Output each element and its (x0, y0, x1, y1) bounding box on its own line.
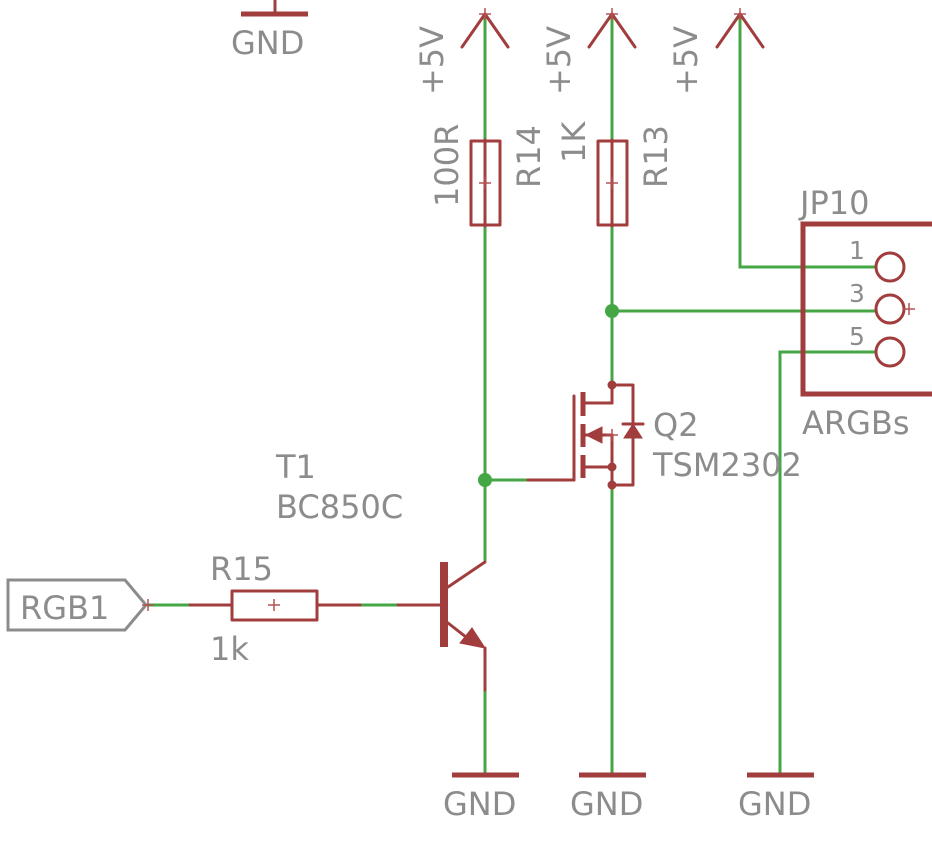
wire-pin1 (738, 12, 878, 269)
ground-q2: GND (570, 772, 646, 823)
resistor-name: R14 (510, 125, 548, 188)
ground-top: GND (231, 0, 308, 62)
supply-jp10: +5V (667, 8, 765, 95)
mosfet-q2[interactable]: Q2 TSM2302 (526, 380, 802, 490)
resistor-value: 1K (555, 121, 593, 163)
resistor-value: 100R (428, 124, 466, 207)
mosfet-value: TSM2302 (652, 446, 802, 484)
supply-label: +5V (667, 26, 705, 95)
resistor-icon (596, 139, 629, 227)
ground-t1: GND (443, 772, 519, 823)
ground-jp10: GND (738, 772, 814, 823)
net-label: RGB1 (20, 589, 109, 627)
connector-name: JP10 (798, 184, 869, 222)
ground-label: GND (570, 785, 643, 823)
resistor-r14[interactable]: 100R R14 (428, 124, 548, 228)
pin-5[interactable] (874, 336, 906, 368)
supply-r13: +5V (540, 8, 637, 95)
net-port-icon (6, 578, 148, 632)
resistor-icon (469, 139, 502, 227)
junction-gate (478, 473, 492, 487)
ground-label: GND (231, 24, 304, 62)
wire-pin5 (778, 350, 878, 777)
resistor-r15[interactable]: R15 1k (188, 550, 362, 668)
pin-number: 5 (849, 322, 865, 351)
resistor-name: R13 (637, 125, 675, 188)
supply-label: +5V (540, 26, 578, 95)
connector-jp10[interactable]: 1 3 5 JP10 ARGBs (798, 184, 932, 442)
pin-1[interactable] (874, 251, 906, 283)
transistor-name: T1 (275, 448, 316, 486)
resistor-value: 1k (210, 630, 249, 668)
connector-icon (800, 221, 932, 397)
junction-pin3 (605, 304, 619, 318)
ground-label: GND (443, 785, 516, 823)
pin-number: 3 (849, 279, 865, 308)
connector-value: ARGBs (802, 404, 910, 442)
transistor-value: BC850C (276, 488, 403, 526)
resistor-name: R15 (210, 550, 273, 588)
resistor-r13[interactable]: 1K R13 (555, 121, 675, 228)
supply-r14: +5V (413, 8, 510, 95)
mosfet-name: Q2 (653, 406, 699, 444)
transistor-t1[interactable]: T1 BC850C (275, 448, 487, 692)
pin-3[interactable] (874, 293, 906, 325)
pin-number: 1 (849, 236, 865, 265)
ground-label: GND (738, 785, 811, 823)
supply-label: +5V (413, 26, 451, 95)
resistor-icon (230, 589, 319, 622)
net-port-rgb1[interactable]: RGB1 (6, 578, 154, 632)
